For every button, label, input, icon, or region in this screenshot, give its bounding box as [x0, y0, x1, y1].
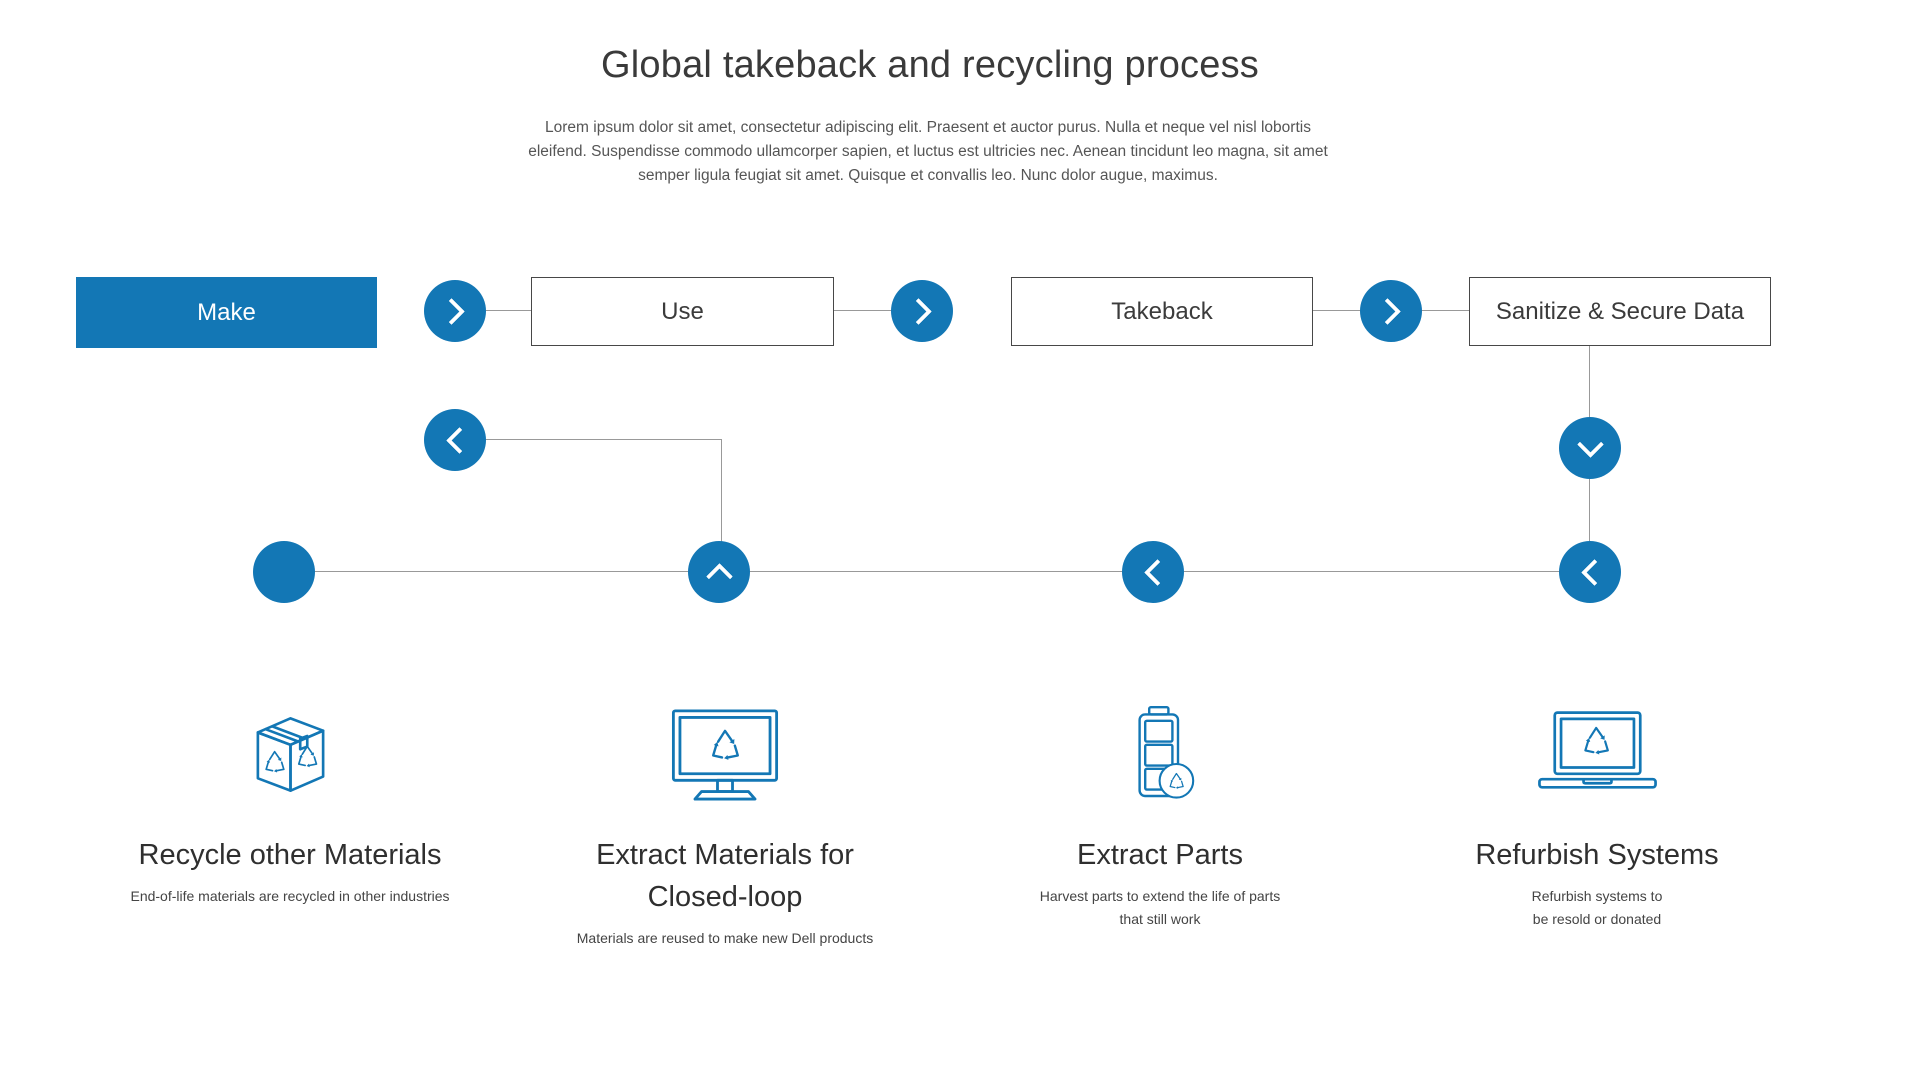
connector-line	[455, 310, 535, 311]
outcome-description: Harvest parts to extend the life of part…	[1039, 888, 1281, 927]
arrow-down-icon	[1559, 417, 1621, 479]
connector-line	[721, 440, 722, 572]
step-takeback: Takeback	[1011, 277, 1313, 346]
chevron-up-glyph	[705, 562, 733, 590]
outcome-extract-materials: Extract Materials for Closed-loop Materi…	[505, 698, 945, 950]
chevron-left-glyph	[1580, 558, 1608, 586]
chevron-down-glyph	[1576, 430, 1604, 458]
outcome-title: Recycle other Materials	[138, 839, 442, 871]
chevron-right-glyph	[1373, 297, 1401, 325]
chevron-left-glyph	[445, 426, 473, 454]
chevron-right-glyph	[904, 297, 932, 325]
arrow-right-icon	[424, 280, 486, 342]
connector-line	[455, 439, 722, 440]
arrow-left-icon	[424, 409, 486, 471]
arrow-left-icon	[1559, 541, 1621, 603]
outcome-description: Materials are reused to make new Dell pr…	[576, 930, 874, 946]
outcome-recycle-other-materials: Recycle other Materials End-of-life mate…	[70, 698, 510, 908]
connector-line	[1391, 310, 1471, 311]
connector-line	[1313, 310, 1393, 311]
step-make: Make	[76, 277, 377, 348]
step-use: Use	[531, 277, 834, 346]
chevron-right-glyph	[437, 297, 465, 325]
arrow-left-icon	[1122, 541, 1184, 603]
laptop-recycle-icon	[1377, 698, 1817, 810]
outcome-description: End-of-life materials are recycled in ot…	[130, 888, 450, 904]
step-label: Make	[197, 298, 256, 326]
outcome-refurbish-systems: Refurbish Systems Refurbish systems to b…	[1377, 698, 1817, 931]
chevron-left-glyph	[1143, 558, 1171, 586]
page-title: Global takeback and recycling process	[601, 44, 1259, 86]
step-label: Takeback	[1111, 297, 1213, 325]
step-label: Sanitize & Secure Data	[1495, 297, 1745, 325]
arrow-right-icon	[1360, 280, 1422, 342]
outcome-extract-parts: Extract Parts Harvest parts to extend th…	[940, 698, 1380, 931]
connector-line	[834, 310, 924, 311]
intro-text: Lorem ipsum dolor sit amet, consectetur …	[528, 119, 1328, 184]
outcome-title: Extract Materials for Closed-loop	[596, 839, 854, 913]
monitor-recycle-icon	[505, 698, 945, 810]
step-sanitize-secure-data: Sanitize & Secure Data	[1469, 277, 1771, 346]
recycle-box-icon	[70, 698, 510, 810]
outcome-title: Extract Parts	[1077, 839, 1243, 871]
outcome-title: Refurbish Systems	[1475, 839, 1719, 871]
endpoint-dot	[253, 541, 315, 603]
connector-line	[284, 571, 1590, 572]
arrow-right-icon	[891, 280, 953, 342]
battery-recycle-icon	[940, 698, 1380, 810]
outcome-description: Refurbish systems to be resold or donate…	[1531, 888, 1663, 927]
step-label: Use	[661, 297, 704, 325]
arrow-up-icon	[688, 541, 750, 603]
